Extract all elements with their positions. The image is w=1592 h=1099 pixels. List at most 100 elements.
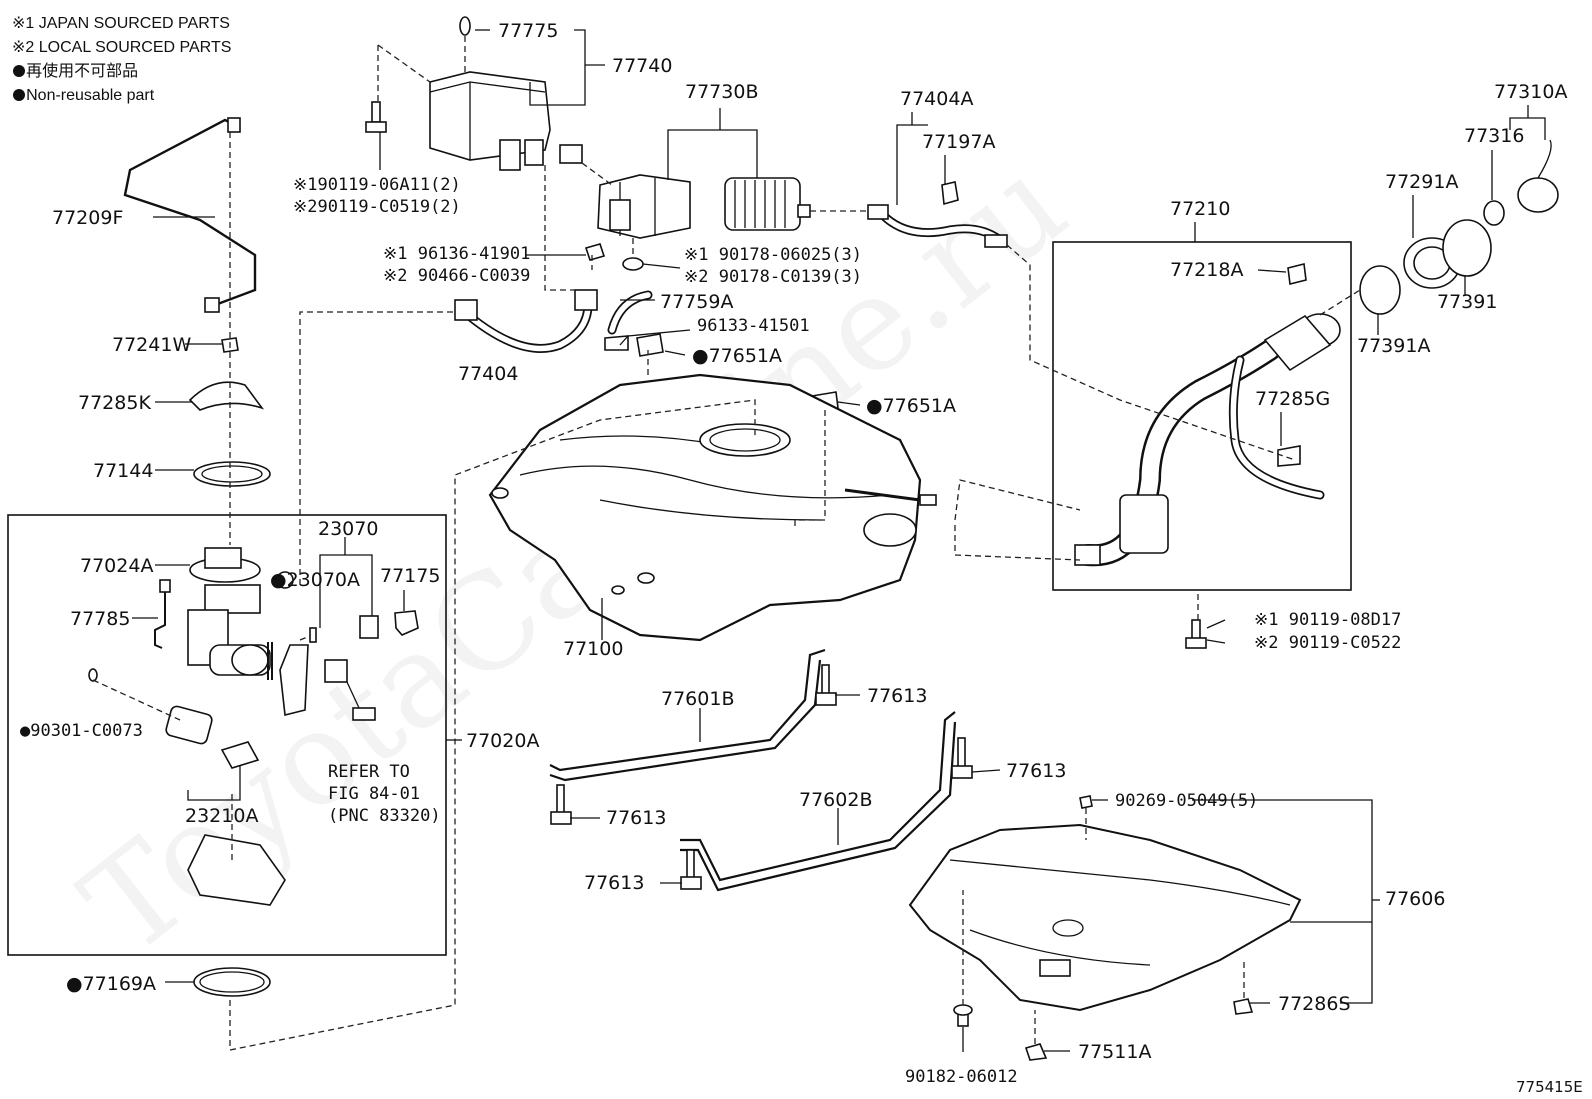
dashed-guides: [92, 36, 1361, 1051]
legend-local: ※2 LOCAL SOURCED PARTS: [12, 39, 231, 56]
label-77613-a: 77613: [867, 685, 927, 707]
clip-90269: [1079, 795, 1093, 809]
tank-protector-77606: [908, 823, 1302, 1012]
o-ring-77775: [459, 16, 471, 36]
o-ring-23070: [309, 627, 317, 643]
clamp-77218a: [1287, 263, 1307, 285]
label-23070a: ●23070A: [270, 569, 360, 591]
charcoal-canister: [429, 71, 583, 171]
label-77024a: 77024A: [80, 555, 153, 577]
label-77391a: 77391A: [1357, 335, 1430, 357]
label-77606: 77606: [1385, 888, 1445, 910]
part-labels: 77775 77740 77730B 77404A 77197A 77310A …: [20, 20, 1567, 1087]
refer-note-line1: REFER TO: [328, 762, 410, 782]
label-90182-06012: 90182-06012: [905, 1067, 1018, 1087]
label-77613-d: 77613: [584, 872, 644, 894]
filler-bolt: [1185, 619, 1207, 649]
legend-nonreuse-jp: ● 再使用不可部品: [12, 62, 138, 80]
suction-filter: [187, 834, 286, 906]
o-ring-90301: [88, 668, 98, 682]
label-90301-c0073: ●90301-C0073: [20, 721, 143, 741]
label-77651a-top: ●77651A: [692, 345, 782, 367]
label-77759a: 77759A: [660, 291, 733, 313]
sender-line-77209f: [123, 117, 257, 313]
label-23210a: 23210A: [185, 805, 258, 827]
label-77404: 77404: [458, 363, 518, 385]
label-77785: 77785: [70, 608, 130, 630]
label-96133-41501: 96133-41501: [697, 316, 810, 336]
ref-bolt-filler-2: ※2 90119-C0522: [1254, 633, 1401, 653]
sender-bracket: [279, 644, 309, 716]
label-77511a: 77511A: [1078, 1041, 1151, 1063]
spring: [267, 642, 273, 680]
vapor-filter: [724, 177, 811, 231]
gasket-77316: [1483, 200, 1505, 226]
bolt-90182: [953, 1004, 973, 1027]
retainer-ring-77144: [193, 461, 271, 487]
regulator-23070: [359, 615, 379, 639]
label-77210: 77210: [1170, 198, 1230, 220]
bolt-77613-a: [815, 664, 837, 706]
nut-90178: [622, 257, 644, 271]
legend-nonreuse-en: ● Non-reusable part: [12, 87, 155, 104]
label-77316: 77316: [1464, 125, 1524, 147]
pump-body: [187, 609, 271, 676]
ref-clip-2: ※2 90466-C0039: [383, 266, 530, 286]
sender-gauge: [324, 659, 348, 683]
label-77100: 77100: [563, 638, 623, 660]
refer-note-line2: FIG 84-01: [328, 784, 420, 804]
label-77613-b: 77613: [1006, 760, 1066, 782]
clip-96136: [584, 243, 606, 261]
nonreusable-markers: [13, 65, 25, 101]
clip-77511a: [1024, 1043, 1048, 1061]
label-77175: 77175: [380, 565, 440, 587]
fuel-pump-assembly-box: [7, 514, 447, 956]
ref-nut-1: ※1 90178-06025(3): [684, 245, 862, 265]
diagram-id: 775415E: [1516, 1078, 1583, 1096]
protector-77285k: [188, 381, 265, 411]
label-77310a: 77310A: [1494, 81, 1567, 103]
label-77285g: 77285G: [1255, 388, 1330, 410]
clamp-96133: [604, 335, 629, 351]
cushion-77651a-top: [636, 333, 664, 357]
legend-japan: ※1 JAPAN SOURCED PARTS: [12, 15, 230, 32]
wire-77785: [154, 585, 166, 649]
fuel-cap-77310a: [1517, 139, 1559, 213]
refer-note: REFER TO FIG 84-01 (PNC 83320): [328, 762, 441, 826]
ref-clip-1: ※1 96136-41901: [383, 244, 530, 264]
vent-tube-77404a: [867, 204, 1008, 248]
fuel-filler-pipe: [1074, 313, 1341, 567]
label-77391: 77391: [1437, 291, 1497, 313]
seal-23070a: [276, 571, 294, 589]
label-23070: 23070: [318, 518, 378, 540]
label-77613-c: 77613: [606, 807, 666, 829]
label-77602b: 77602B: [799, 789, 872, 811]
label-77404a: 77404A: [900, 88, 973, 110]
label-90269-05049: 90269-05049(5): [1115, 791, 1258, 811]
refer-note-line3: (PNC 83320): [328, 806, 441, 826]
label-77740: 77740: [612, 55, 672, 77]
vent-tube-77404: [454, 289, 598, 353]
tank-band-77602b: [680, 711, 957, 892]
label-77197a: 77197A: [922, 131, 995, 153]
label-77651a-right: ●77651A: [866, 395, 956, 417]
ref-bolt-canister-1: ※190119-06A11(2): [293, 175, 461, 195]
ref-nut-2: ※2 90178-C0139(3): [684, 267, 862, 287]
reference-codes: ※190119-06A11(2) ※290119-C0519(2) ※1 961…: [293, 175, 1401, 653]
gasket-77169a: [193, 967, 271, 997]
vapor-valve: [597, 174, 691, 239]
bolt-77613-b: [951, 737, 973, 779]
filler-pipe-box: [1052, 241, 1352, 591]
label-77601b: 77601B: [661, 688, 734, 710]
label-77020a: 77020A: [466, 730, 539, 752]
ring-77391: [1442, 219, 1492, 277]
label-77291a: 77291A: [1385, 171, 1458, 193]
bolt-77613-c: [550, 784, 572, 825]
ring-77391a: [1359, 265, 1401, 315]
fuel-tank: [488, 373, 937, 642]
legend: ※1 JAPAN SOURCED PARTS ※2 LOCAL SOURCED …: [12, 15, 231, 104]
clip-77175: [394, 610, 419, 636]
pump-flange-77024a: [189, 547, 261, 614]
